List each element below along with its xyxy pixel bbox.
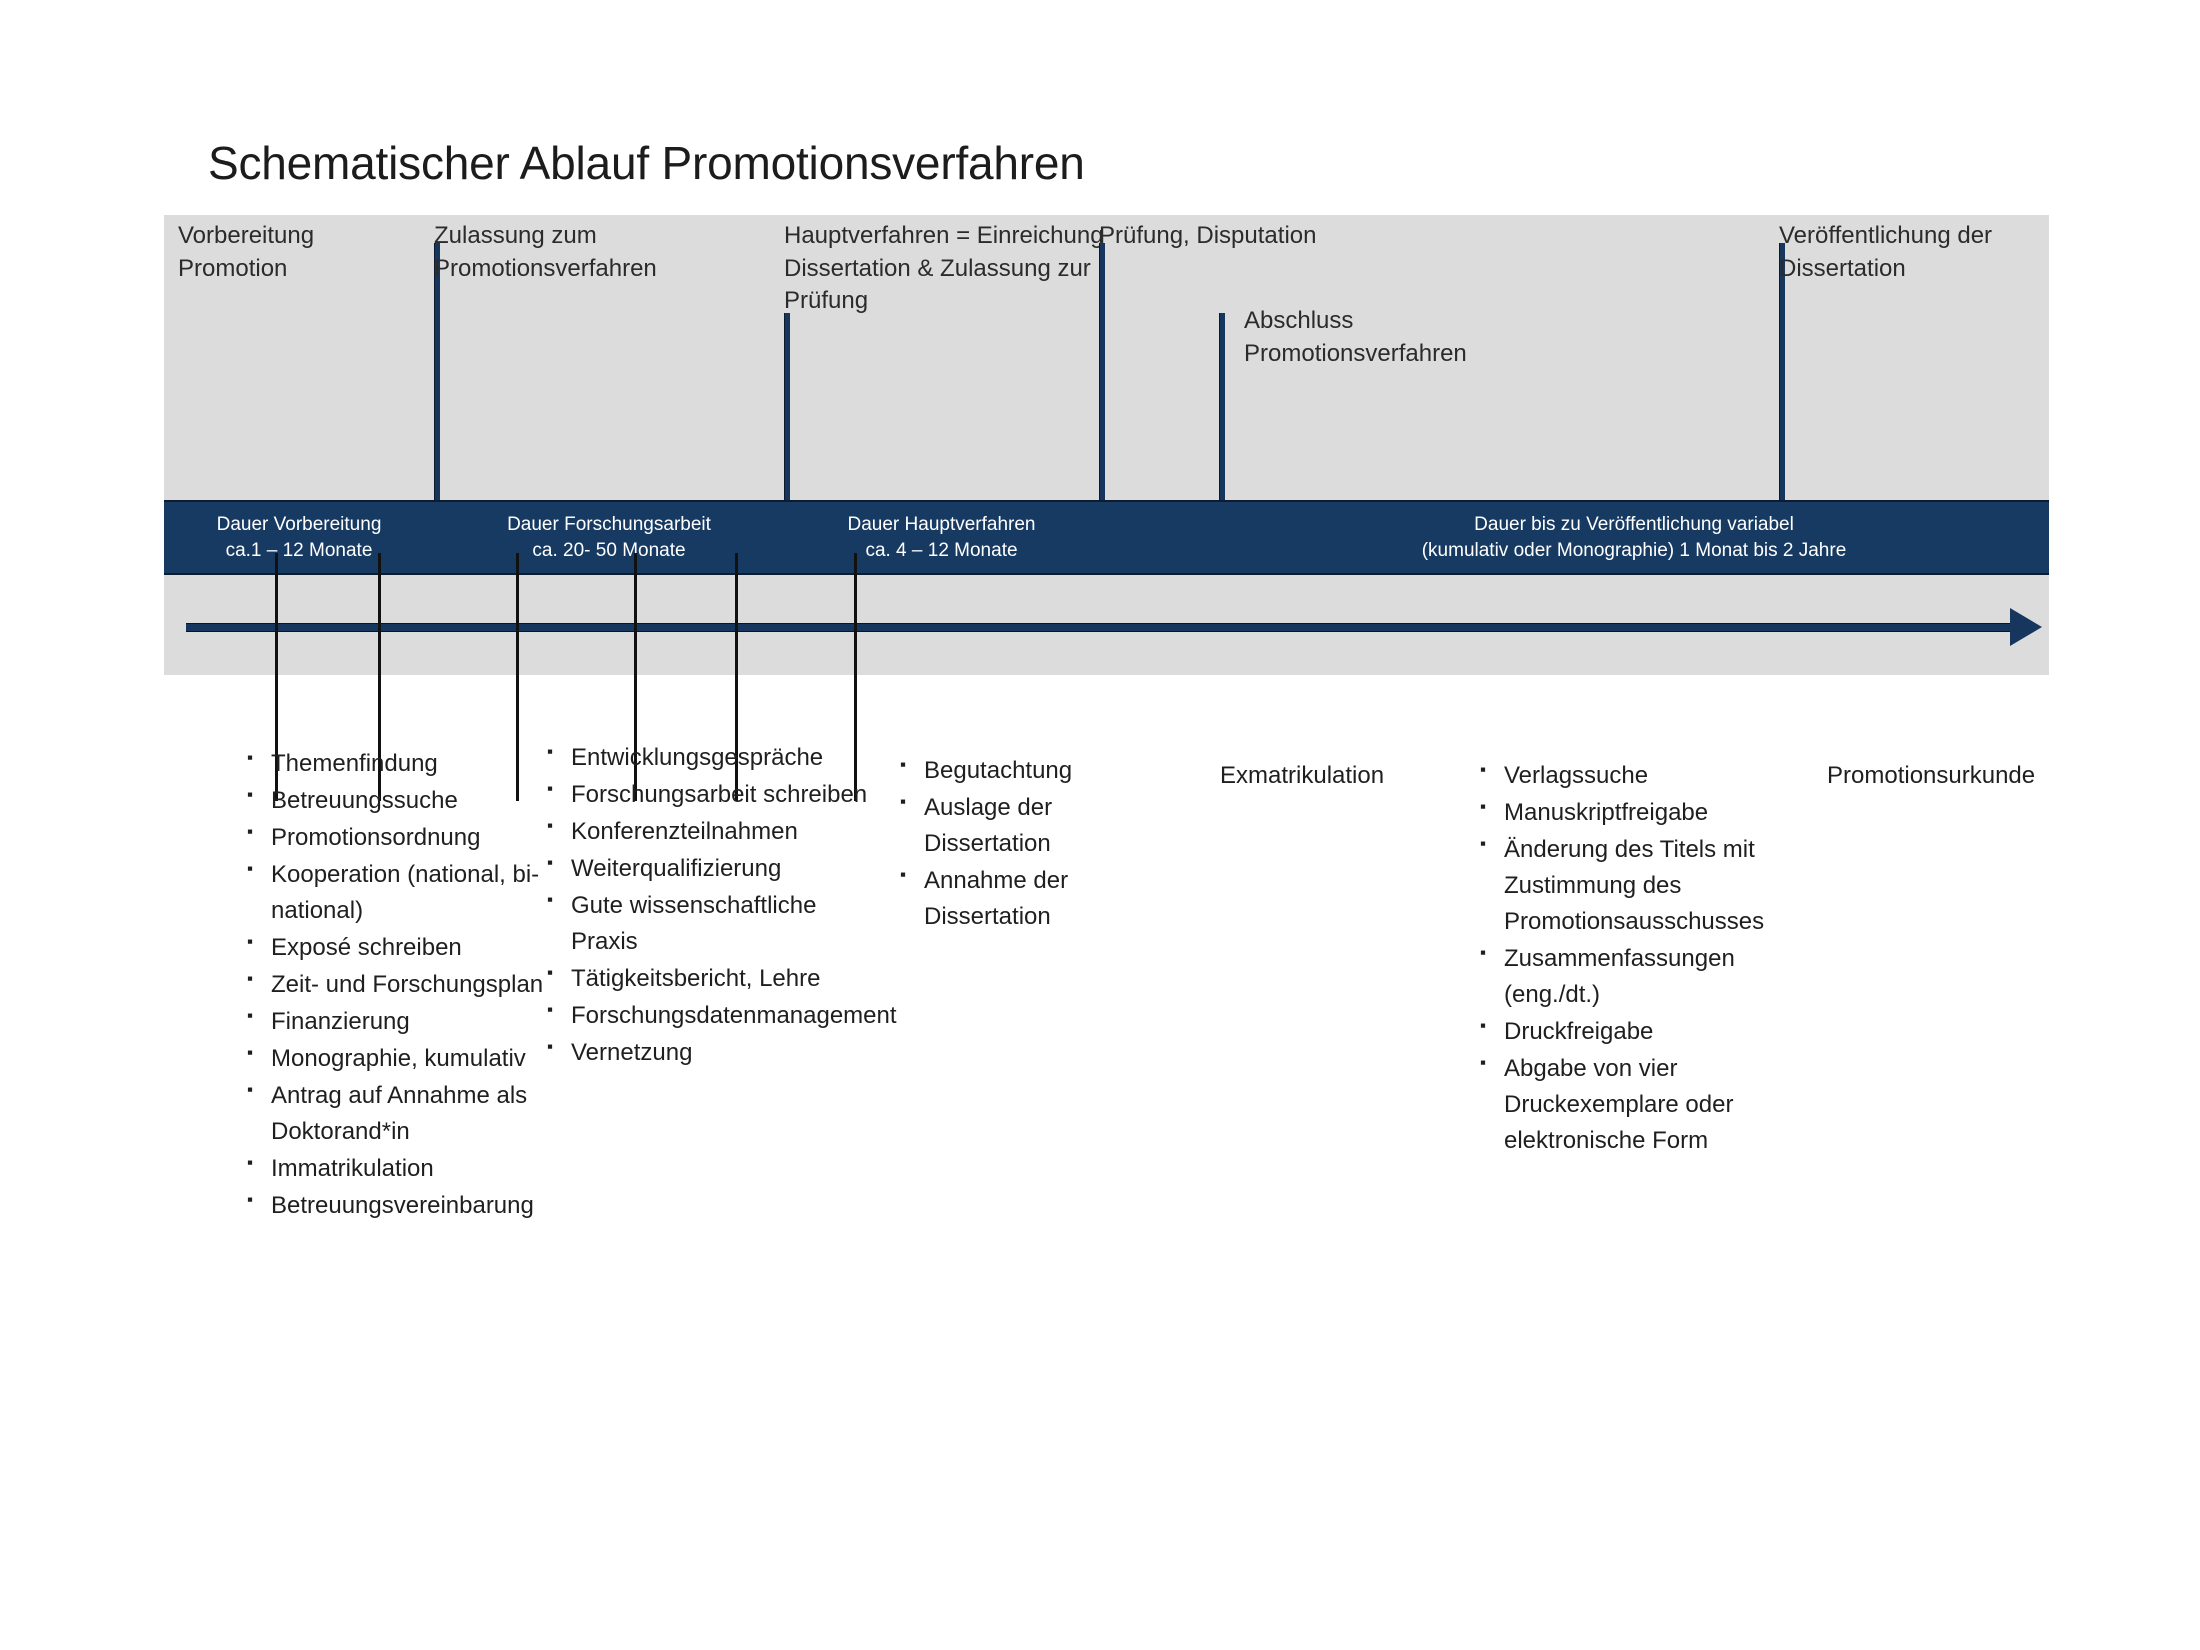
- list-item: Themenfindung: [245, 745, 555, 782]
- milestone-label-pruefung: Prüfung, Disputation: [1099, 222, 1317, 249]
- milestone-marker-hauptverfahren: [784, 313, 790, 500]
- milestone-marker-pruefung: [1099, 243, 1105, 500]
- col-exmatrikulation: Exmatrikulation: [1220, 758, 1480, 794]
- page-title: Schematischer Ablauf Promotionsverfahren: [208, 136, 1085, 189]
- timeline-tick-6: [854, 553, 857, 801]
- list-item: Annahme der Dissertation: [898, 862, 1148, 935]
- list-item: Zeit- und Forschungsplan: [245, 966, 555, 1003]
- list-item: Änderung des Titels mit Zustimmung des P…: [1478, 831, 1808, 940]
- list-item: Gute wissenschaftliche Praxis: [545, 887, 875, 960]
- list-item: Verlagssuche: [1478, 757, 1808, 794]
- milestone-label-abschluss: Abschluss Promotionsverfahren: [1244, 307, 1467, 367]
- dauer-luecke: [1099, 502, 1219, 573]
- dauer-forschungsarbeit: Dauer Forschungsarbeit ca. 20- 50 Monate: [434, 502, 784, 573]
- detail-list: EntwicklungsgesprächeForschungsarbeit sc…: [545, 739, 897, 1071]
- milestone-marker-abschluss: [1219, 313, 1225, 500]
- list-item: Monographie, kumulativ: [245, 1040, 555, 1077]
- detail-list: VerlagssucheManuskriptfreigabeÄnderung d…: [1478, 757, 1808, 1159]
- duration-value: ca.1 – 12 Monate: [225, 539, 373, 561]
- milestone-label-zulassung: Zulassung zum Promotionsverfahren: [434, 222, 657, 282]
- milestone-label-hauptverfahren: Hauptverfahren = Einreichung Dissertatio…: [784, 222, 1104, 315]
- list-item: Zusammenfassungen (eng./dt.): [1478, 940, 1808, 1013]
- duration-value: (kumulativ oder Monographie) 1 Monat bis…: [1421, 539, 1847, 561]
- timeline-tick-5: [735, 553, 738, 801]
- timeline-tick-4: [634, 553, 637, 801]
- col-vorbereitung: ThemenfindungBetreuungssuchePromotionsor…: [245, 745, 555, 1225]
- list-item: Finanzierung: [245, 1003, 555, 1040]
- col-promotionsurkunde: Promotionsurkunde: [1827, 758, 2107, 794]
- list-item: Auslage der Dissertation: [898, 789, 1148, 862]
- duration-value: ca. 4 – 12 Monate: [865, 539, 1018, 561]
- list-item: Promotionsordnung: [245, 819, 555, 856]
- list-item: Betreuungssuche: [245, 782, 555, 819]
- timeline-tick-2: [378, 553, 381, 801]
- detail-list: BegutachtungAuslage der DissertationAnna…: [898, 752, 1148, 935]
- duration-title: Dauer bis zu Veröffentlichung variabel: [1474, 513, 1794, 535]
- milestone-marker-zulassung: [434, 243, 440, 500]
- list-item: Druckfreigabe: [1478, 1013, 1808, 1050]
- list-item: Betreuungsvereinbarung: [245, 1187, 555, 1224]
- list-item: Tätigkeitsbericht, Lehre: [545, 960, 875, 997]
- milestone-band: [164, 215, 2049, 500]
- list-item: Abgabe von vier Druckexemplare oder elek…: [1478, 1050, 1808, 1159]
- milestone-label-vorbereitung: Vorbereitung Promotion: [178, 222, 315, 282]
- list-item: Exposé schreiben: [245, 929, 555, 966]
- timeline-arrow-head-icon: [2010, 608, 2042, 646]
- dauer-vorbereitung: Dauer Vorbereitung ca.1 – 12 Monate: [164, 502, 434, 573]
- detail-list: ThemenfindungBetreuungssuchePromotionsor…: [245, 745, 555, 1224]
- duration-value: ca. 20- 50 Monate: [532, 539, 686, 561]
- list-item: Kooperation (national, bi-national): [245, 856, 555, 929]
- timeline-tick-3: [516, 553, 519, 801]
- list-item: Begutachtung: [898, 752, 1148, 789]
- list-item: Entwicklungsgespräche: [545, 739, 875, 776]
- col-forschung: EntwicklungsgesprächeForschungsarbeit sc…: [545, 739, 897, 1072]
- timeline-tick-1: [275, 553, 278, 801]
- list-item: Weiterqualifizierung: [545, 850, 875, 887]
- dauer-veroeffentlichung: Dauer bis zu Veröffentlichung variabel (k…: [1219, 502, 2049, 573]
- milestone-label-veroeffentlichung: Veröffentlichung der Dissertation: [1779, 222, 1993, 282]
- col-hauptverfahren: BegutachtungAuslage der DissertationAnna…: [898, 752, 1148, 936]
- detail-label: Exmatrikulation: [1220, 762, 1385, 789]
- list-item: Forschungsarbeit schreiben: [545, 776, 875, 813]
- duration-title: Dauer Forschungsarbeit: [507, 513, 711, 535]
- list-item: Konferenzteilnahmen: [545, 813, 875, 850]
- duration-title: Dauer Hauptverfahren: [847, 513, 1036, 535]
- milestone-marker-veroeffentlichung: [1779, 243, 1785, 500]
- list-item: Forschungsdatenmanagement: [545, 997, 897, 1034]
- list-item: Manuskriptfreigabe: [1478, 794, 1808, 831]
- col-veroeffentlichung: VerlagssucheManuskriptfreigabeÄnderung d…: [1478, 757, 1808, 1160]
- duration-title: Dauer Vorbereitung: [216, 513, 382, 535]
- list-item: Immatrikulation: [245, 1150, 555, 1187]
- dauer-hauptverfahren: Dauer Hauptverfahren ca. 4 – 12 Monate: [784, 502, 1099, 573]
- list-item: Vernetzung: [545, 1034, 875, 1071]
- list-item: Antrag auf Annahme als Doktorand*in: [245, 1077, 555, 1150]
- timeline-arrow-line: [186, 623, 2016, 632]
- detail-label: Promotionsurkunde: [1827, 762, 2036, 789]
